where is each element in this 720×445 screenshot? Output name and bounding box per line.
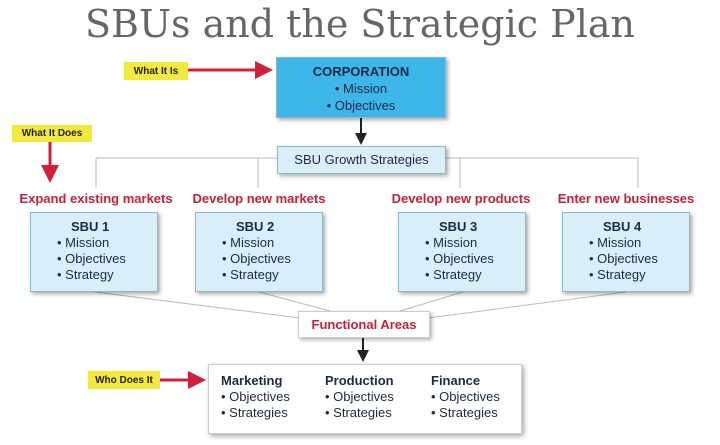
sbu-growth-strategies-box: SBU Growth Strategies [277,146,446,174]
sbu-item: • Objectives [222,251,291,266]
strategy-heading: Enter new businesses [557,191,695,206]
strategy-heading: Develop new products [391,191,531,206]
function-item: • Objectives [431,389,500,404]
who-does-it-label: Who Does It [88,371,160,389]
functions-box: Marketing • Objectives • Strategies Prod… [208,364,522,434]
sbu-item: • Mission [425,235,478,250]
function-column: Marketing • Objectives • Strategies [221,373,290,421]
function-item: • Strategies [431,405,498,420]
sbu-item: • Mission [57,235,110,250]
strategy-heading: Expand existing markets [19,191,173,206]
sbu-item: • Strategy [425,267,482,282]
function-title: Finance [431,373,481,388]
sbu-item: • Strategy [589,267,646,282]
sbu-box: SBU 2 • Mission • Objectives • Strategy [195,212,323,292]
corporation-title: CORPORATION [312,64,410,79]
sbu-title: SBU 1 [71,219,110,234]
sbu-item: • Objectives [57,251,126,266]
page-title: SBUs and the Strategic Plan [85,2,635,46]
corporation-item: • Objectives [326,98,396,113]
corporation-item: • Mission [334,81,388,96]
function-item: • Objectives [221,389,290,404]
function-item: • Strategies [221,405,288,420]
sbu-item: • Objectives [425,251,494,266]
what-it-is-label: What It Is [124,62,188,80]
function-column: Finance • Objectives • Strategies [431,373,500,421]
function-title: Production [325,373,394,388]
function-item: • Objectives [325,389,394,404]
sbu-box: SBU 1 • Mission • Objectives • Strategy [30,212,158,292]
function-column: Production • Objectives • Strategies [325,373,394,421]
sbu-title: SBU 2 [236,219,275,234]
corporation-box: CORPORATION • Mission • Objectives [276,57,446,118]
sbu-box: SBU 4 • Mission • Objectives • Strategy [562,212,690,292]
sbu-item: • Strategy [222,267,279,282]
sbu-item: • Mission [222,235,275,250]
sbu-box: SBU 3 • Mission • Objectives • Strategy [398,212,526,292]
function-item: • Strategies [325,405,392,420]
sbu-item: • Objectives [589,251,658,266]
what-it-does-label: What It Does [12,125,92,142]
strategy-heading: Develop new markets [192,191,326,206]
sbu-item: • Strategy [57,267,114,282]
sbu-title: SBU 3 [439,219,478,234]
sbu-title: SBU 4 [603,219,642,234]
functional-areas-box: Functional Areas [298,311,430,338]
sbu-item: • Mission [589,235,642,250]
function-title: Marketing [221,373,283,388]
